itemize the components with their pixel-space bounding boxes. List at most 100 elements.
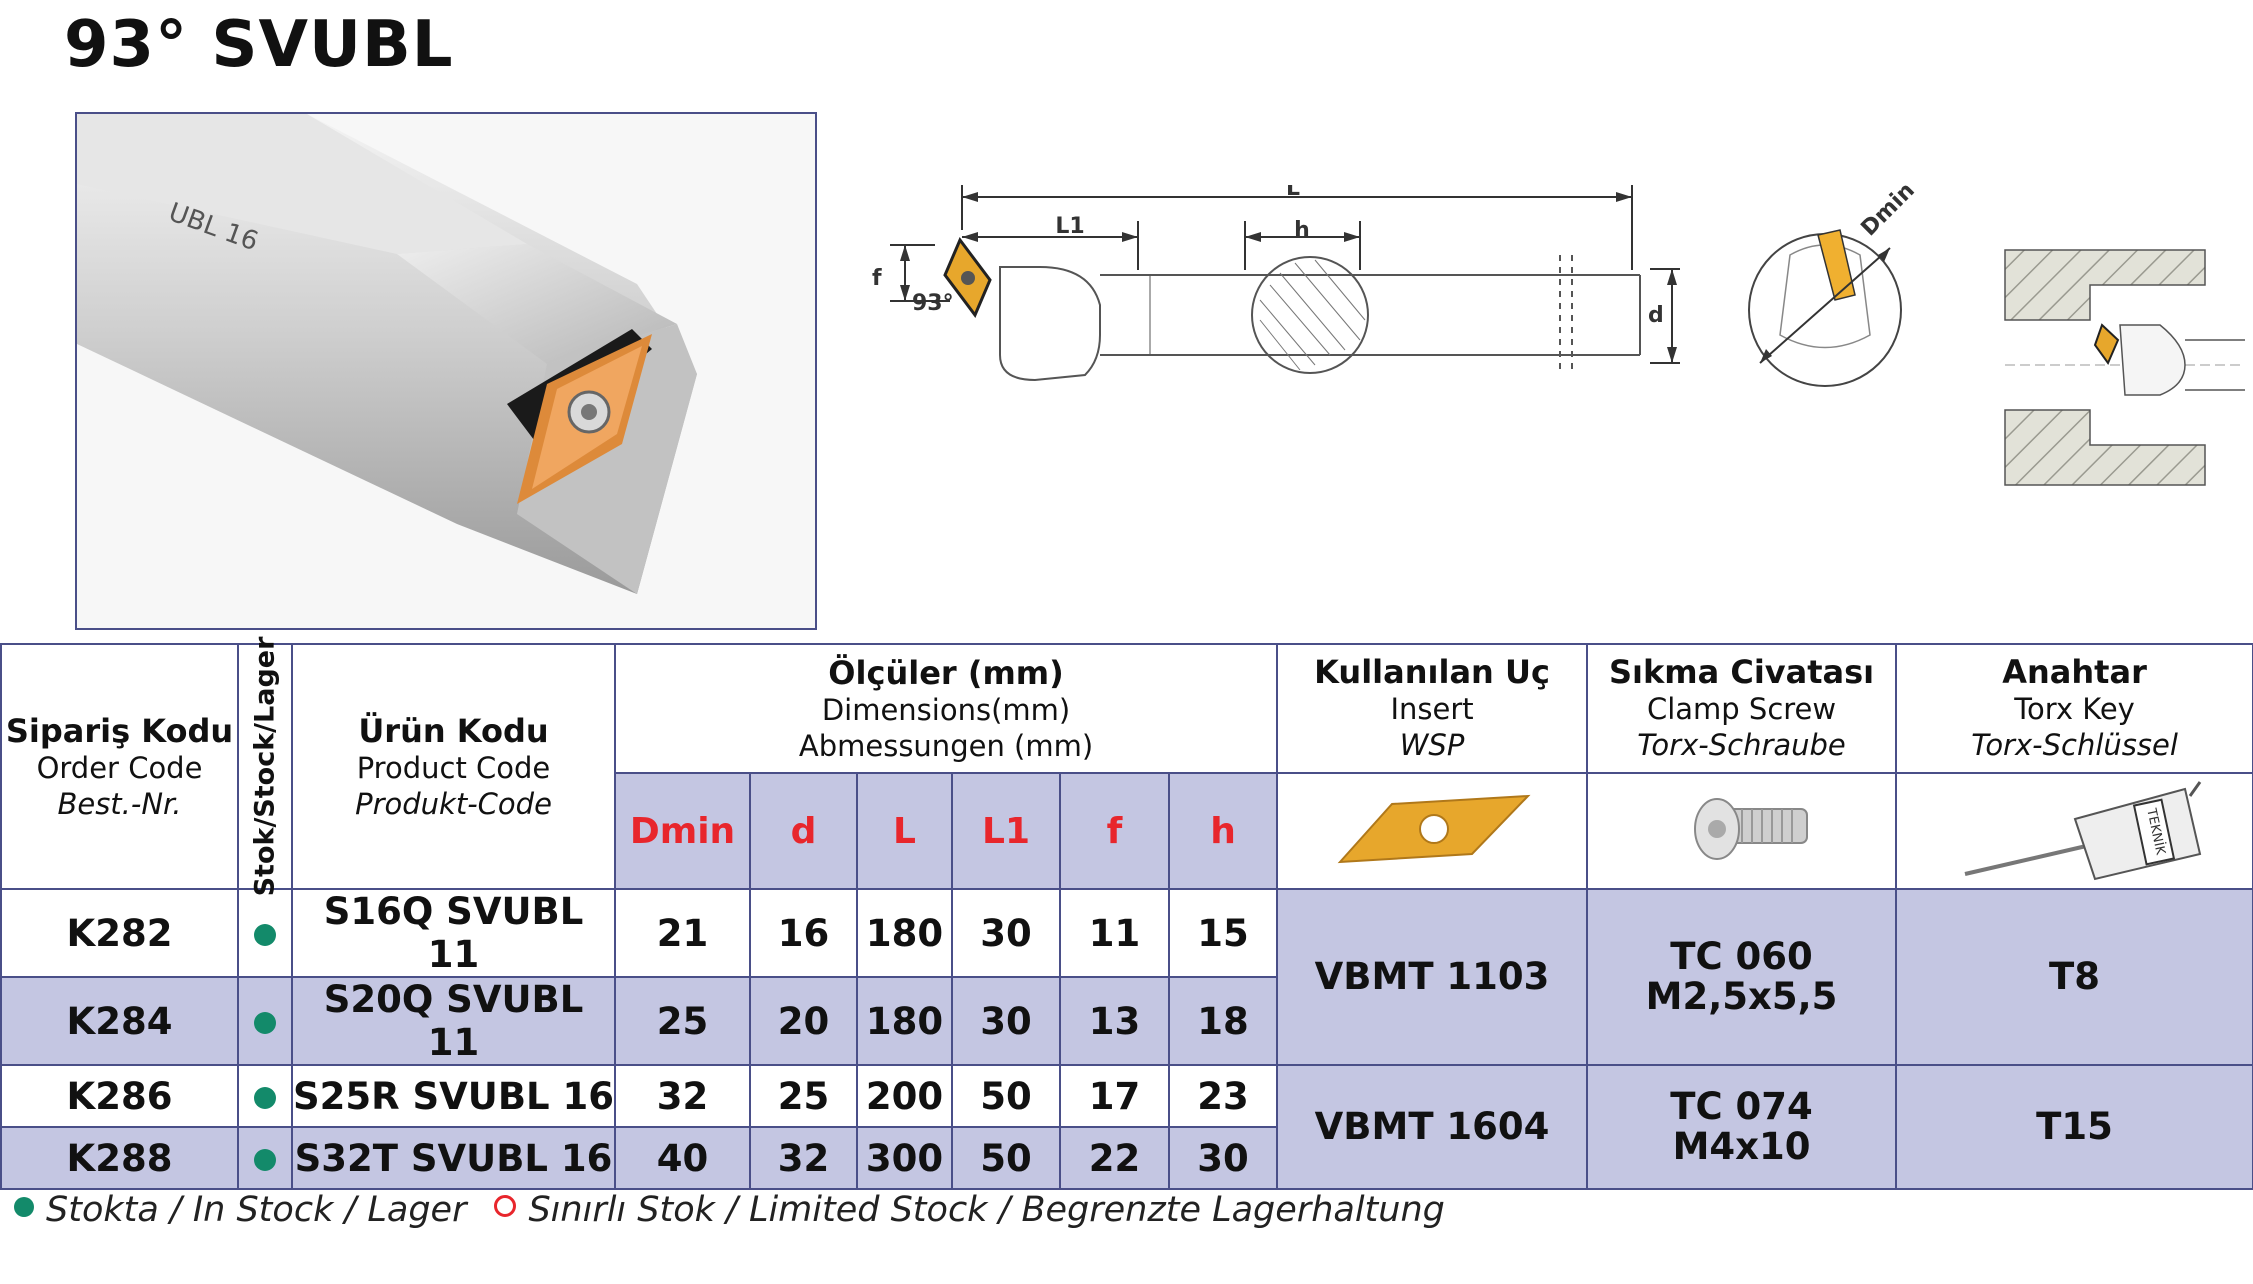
clamp-screw-code: TC 074 [1670,1085,1813,1128]
key-image-cell: TEKNİK [1895,772,2253,890]
header-product-de: Produkt-Code [355,786,552,821]
header-screw-main: Sıkma Civatası [1608,653,1875,691]
header-product-main: Ürün Kodu [358,711,549,750]
col-f: f [1059,772,1170,890]
torx-key: T8 [1895,888,2253,1066]
legend-limited-stock: Sınırlı Stok / Limited Stock / Begrenzte… [528,1190,1445,1230]
order-code: K282 [0,888,239,978]
d-value: 20 [749,976,858,1066]
header-stock: Stok/Stock/Lager [237,637,293,896]
stock-status [237,976,293,1066]
header-dim-main: Ölçüler (mm) [828,653,1064,692]
screw-icon [1693,798,1808,860]
header-key-main: Anahtar [2002,653,2147,691]
L-value: 180 [856,888,953,978]
header-insert-sub: Insert [1390,692,1474,726]
dimension-drawing: L L1 h f 93° d [872,185,1680,382]
h-value: 15 [1167,888,1279,978]
header-key-de: Torx-Schlüssel [1971,728,2178,762]
in-stock-dot-icon [254,1087,276,1109]
header-order-sub: Order Code [36,750,203,785]
L-value: 300 [856,1126,953,1190]
stock-legend: Stokta / In Stock / Lager Sınırlı Stok / … [14,1190,1445,1230]
in-stock-dot-icon [14,1197,34,1217]
product-code: S32T SVUBL 16 [291,1126,616,1190]
d-value: 32 [749,1126,858,1190]
header-product-code: Ürün Kodu Product Code Produkt-Code [291,643,616,890]
legend-in-stock: Stokta / In Stock / Lager [46,1190,467,1230]
header-dim-sub: Dimensions(mm) [821,692,1071,727]
header-order-de: Best.-Nr. [57,786,182,821]
header-screw-sub: Clamp Screw [1646,692,1837,726]
stock-status [237,1126,293,1190]
clamp-screw-code: TC 060 [1670,935,1813,978]
header-dimensions: Ölçüler (mm) Dimensions(mm) Abmessungen … [613,643,1279,773]
clamp-screw-size: M2,5x5,5 [1645,975,1838,1018]
header-stock-label: Stok/Stock/Lager [249,636,281,897]
header-order-main: Sipariş Kodu [5,711,234,750]
stock-status [237,1064,293,1128]
table-row: K288 S32T SVUBL 16 40 32 300 50 22 30 [0,1126,2253,1190]
dmin-value: 32 [614,1064,751,1128]
dmin-value: 40 [614,1126,751,1190]
order-code: K286 [0,1064,239,1128]
order-code: K284 [0,976,239,1066]
f-value: 11 [1059,888,1170,978]
label-dmin: Dmin [1857,185,1920,241]
header-screw: Sıkma Civatası Clamp Screw Torx-Schraube [1586,643,1898,774]
clamp-screw: TC 074 M4x10 [1586,1064,1898,1190]
label-f: f [872,266,882,291]
header-order-code: Sipariş Kodu Order Code Best.-Nr. [0,643,239,890]
L-value: 180 [856,976,953,1066]
product-photo: UBL 16 [75,112,817,630]
header-screw-de: Torx-Schraube [1637,728,1846,762]
label-d: d [1648,303,1664,328]
clamp-screw-size: M4x10 [1672,1125,1811,1168]
insert-code: VBMT 1604 [1276,1064,1589,1190]
d-value: 25 [749,1064,858,1128]
order-code: K288 [0,1126,239,1190]
L-value: 200 [856,1064,953,1128]
table-row: K284 S20Q SVUBL 11 25 20 180 30 13 18 [0,976,2253,1066]
page-title: 93° SVUBL [64,8,454,82]
col-L: L [856,772,953,890]
f-value: 13 [1059,976,1170,1066]
header-insert-main: Kullanılan Uç [1314,653,1550,691]
f-value: 22 [1059,1126,1170,1190]
header-key-sub: Torx Key [2014,692,2135,726]
col-h: h [1167,772,1279,890]
table-row: K282 S16Q SVUBL 11 21 16 180 30 11 15 VB… [0,888,2253,1066]
product-code: S25R SVUBL 16 [291,1064,616,1128]
in-stock-dot-icon [254,1012,276,1034]
h-value: 30 [1167,1126,1279,1190]
section-view [2004,249,2245,486]
label-L: L [1286,185,1300,201]
boring-bar-image: UBL 16 [77,114,815,628]
d-value: 16 [749,888,858,978]
product-code: S16Q SVUBL 11 [291,888,616,978]
header-dim-de: Abmessungen (mm) [798,728,1094,763]
torx-key: T15 [1895,1064,2253,1190]
clamp-screw: TC 060 M2,5x5,5 [1586,888,1898,1066]
header-insert: Kullanılan Uç Insert WSP [1276,643,1589,774]
spec-table: Sipariş Kodu Order Code Best.-Nr. Stok/S… [0,637,2253,1190]
h-value: 18 [1167,976,1279,1066]
screw-image-cell [1586,772,1898,890]
label-angle: 93° [912,291,954,316]
insert-image-cell [1276,772,1589,890]
col-dmin: Dmin [614,772,751,890]
header-key: Anahtar Torx Key Torx-Schlüssel [1895,643,2253,774]
header-product-sub: Product Code [356,750,551,785]
table-row: K286 S25R SVUBL 16 32 25 200 50 17 23 VB… [0,1064,2253,1190]
label-h: h [1294,218,1310,243]
stock-status [237,888,293,978]
col-d: d [749,772,858,890]
product-code: S20Q SVUBL 11 [291,976,616,1066]
L1-value: 30 [951,976,1061,1066]
L1-value: 50 [951,1064,1061,1128]
dmin-detail: Dmin [1748,185,1920,387]
insert-code: VBMT 1103 [1276,888,1589,1066]
insert-icon [1337,794,1531,864]
h-value: 23 [1167,1064,1279,1128]
col-L1: L1 [951,772,1061,890]
